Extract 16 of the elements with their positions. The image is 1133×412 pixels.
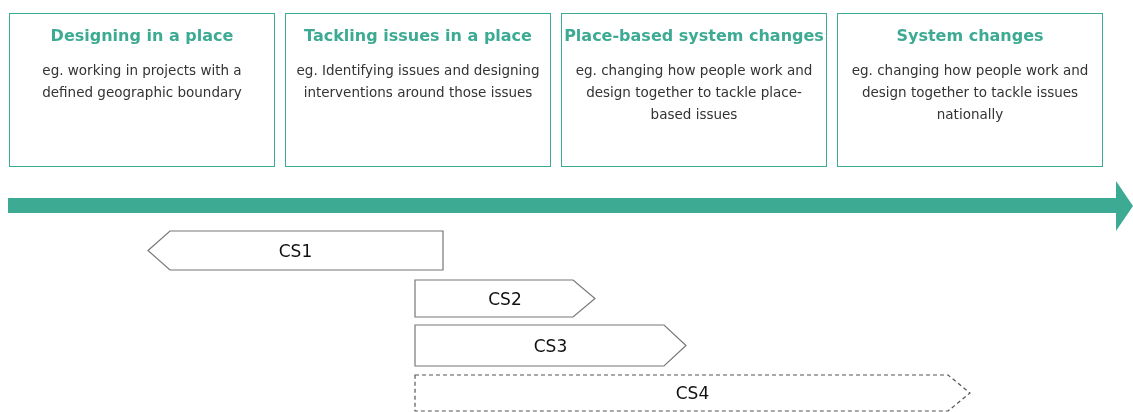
category-box — [285, 13, 551, 167]
tag-label: CS1 — [278, 240, 313, 261]
category-box — [837, 13, 1103, 167]
box-heading: Designing in a place — [50, 26, 234, 45]
box-description: eg. Identifying issues and designing interventions around those issues — [296, 61, 540, 102]
tag-label: CS2 — [488, 288, 522, 309]
category-box — [9, 13, 275, 167]
tag-label: CS3 — [533, 335, 568, 356]
box-heading: Place-based system changes — [564, 26, 824, 45]
box-heading: Tackling issues in a place — [304, 26, 532, 45]
box-heading: System changes — [896, 26, 1044, 45]
box-description: eg. changing how people work and design together to tackle issues nationally — [850, 61, 1090, 124]
box-description: eg. working in projects with a defined geographic boundary — [41, 61, 243, 102]
box-description: eg. changing how people work and design together to tackle place-based issues — [574, 61, 814, 124]
category-box — [561, 13, 827, 167]
tag-label: CS4 — [675, 383, 710, 403]
